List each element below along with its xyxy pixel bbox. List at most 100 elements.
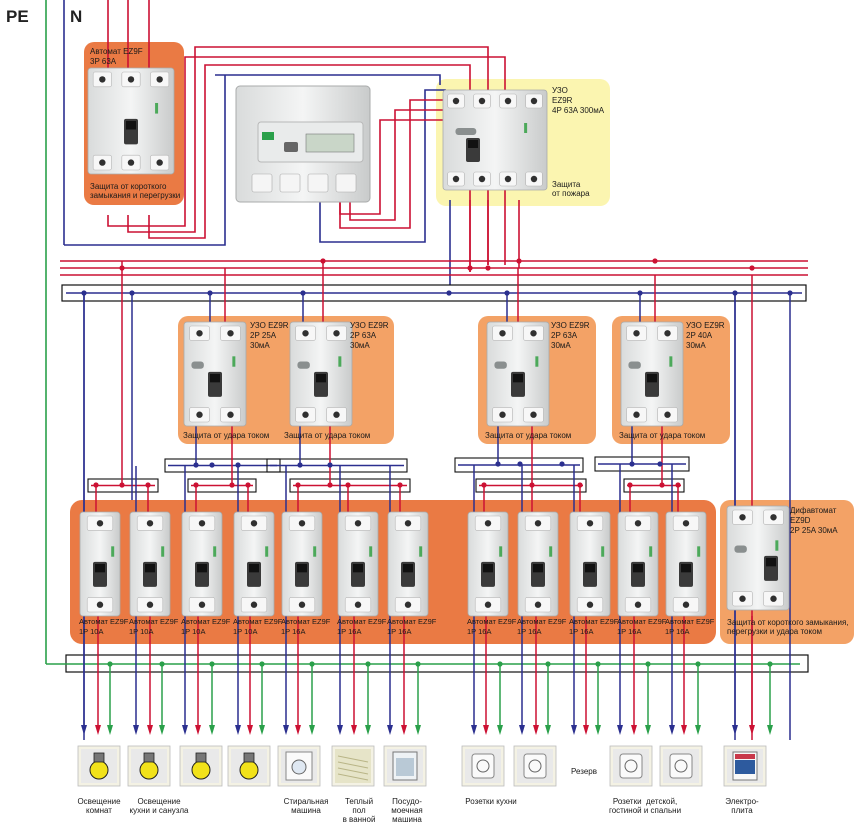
arrow-head [247, 725, 253, 735]
breaker-2-title: Автомат EZ9F [129, 617, 179, 626]
arrow-head [259, 725, 265, 735]
junction-dot [209, 661, 215, 667]
junction-dot [415, 661, 421, 667]
kitchen-socket-icon-1 [461, 745, 505, 787]
rcd-device-1 [183, 321, 247, 427]
breaker-5-title: Автомат EZ9F [281, 617, 331, 626]
arrow-head [387, 725, 393, 735]
junction-dot [259, 661, 265, 667]
breaker-4 [233, 511, 275, 617]
junction-dot [119, 482, 125, 488]
phase-link-2 [187, 478, 257, 493]
arrow-head [159, 725, 165, 735]
rcd2-title: УЗО EZ9R [350, 321, 389, 330]
junction-dot [320, 258, 326, 264]
arrow-head [209, 725, 215, 735]
arrow-head [571, 725, 577, 735]
arrow-head [617, 725, 623, 735]
rcd3-caption: Защита от удара током [485, 431, 572, 440]
breaker-7-title: Автомат EZ9F [387, 617, 437, 626]
arrow-head [732, 725, 738, 735]
arrow-head [195, 725, 201, 735]
arrow-head [133, 725, 139, 735]
load-reserve: Резерв [571, 767, 597, 776]
rcd-device-2 [289, 321, 353, 427]
junction-dot [467, 265, 473, 271]
arrow-head [235, 725, 241, 735]
rcd4-ma: 30мА [686, 341, 706, 350]
junction-dot [637, 290, 643, 296]
arrow-head [81, 725, 87, 735]
junction-dot [327, 482, 333, 488]
main-breaker-title: Автомат EZ9F [90, 47, 143, 56]
breaker-1-spec: 1P 10A [79, 627, 104, 636]
rcd4-spec: 2P 40A [686, 331, 713, 340]
arrow-head [749, 725, 755, 735]
junction-dot [659, 482, 665, 488]
breaker-11 [617, 511, 659, 617]
junction-dot [93, 482, 99, 488]
junction-dot [787, 290, 793, 296]
rcd4-title: УЗО EZ9R [686, 321, 725, 330]
main-rcd [442, 89, 548, 191]
junction-dot [207, 290, 213, 296]
meter-display [305, 133, 355, 153]
rcd3-ma: 30мА [551, 341, 571, 350]
load-room-sockets: Розетки детской, гостиной и спальни [608, 797, 682, 815]
electric-meter [235, 85, 371, 203]
breaker-2 [129, 511, 171, 617]
room-light-icon-2 [127, 745, 171, 787]
breaker-8-spec: 1P 16A [467, 627, 492, 636]
arrow-head [309, 725, 315, 735]
phase-link-4 [475, 478, 587, 493]
breaker-5-spec: 1P 16A [281, 627, 306, 636]
main-rcd-spec: 4P 63A 300мА [552, 106, 605, 115]
room-socket-icon-1 [609, 745, 653, 787]
breaker-9-spec: 1P 16A [517, 627, 542, 636]
rcd1-caption: Защита от удара током [183, 431, 270, 440]
arrow-head [337, 725, 343, 735]
main-rcd-title: УЗО [552, 86, 568, 95]
rcd2-spec: 2P 63A [350, 331, 377, 340]
breaker-1-title: Автомат EZ9F [79, 617, 129, 626]
rcd-device-3 [486, 321, 550, 427]
main-breaker-caption: Защита от короткого замыкания и перегруз… [90, 182, 181, 200]
breaker-4-title: Автомат EZ9F [233, 617, 283, 626]
arrow-head [533, 725, 539, 735]
breaker-11-title: Автомат EZ9F [617, 617, 667, 626]
phase-link-3 [289, 478, 411, 493]
junction-dot [193, 482, 199, 488]
breaker-5 [281, 511, 323, 617]
rcd3-spec: 2P 63A [551, 331, 578, 340]
breaker-6-spec: 1P 16A [337, 627, 362, 636]
junction-dot [481, 482, 487, 488]
room-socket-icon-2 [659, 745, 703, 787]
rcbo-title: Дифавтомат [790, 506, 837, 515]
rcbo-device [726, 505, 790, 611]
breaker-3-title: Автомат EZ9F [181, 617, 231, 626]
breaker-2-spec: 1P 10A [129, 627, 154, 636]
arrow-head [519, 725, 525, 735]
junction-dot [627, 482, 633, 488]
arrow-head [681, 725, 687, 735]
rcd-device-4 [620, 321, 684, 427]
arrow-head [695, 725, 701, 735]
junction-dot [300, 290, 306, 296]
rcd1-spec: 2P 25A [250, 331, 277, 340]
junction-dot [309, 661, 315, 667]
junction-dot [209, 462, 215, 468]
arrow-head [471, 725, 477, 735]
junction-dot [327, 462, 333, 468]
main-breaker-spec: 3P 63A [90, 57, 117, 66]
junction-dot [495, 461, 501, 467]
junction-dot [235, 462, 241, 468]
junction-dot [652, 258, 658, 264]
stove-icon [723, 745, 767, 787]
junction-dot [516, 258, 522, 264]
breaker-10 [569, 511, 611, 617]
junction-dot [295, 482, 301, 488]
breaker-12-title: Автомат EZ9F [665, 617, 715, 626]
rcd1-ma: 30мА [250, 341, 270, 350]
breaker-7-spec: 1P 16A [387, 627, 412, 636]
